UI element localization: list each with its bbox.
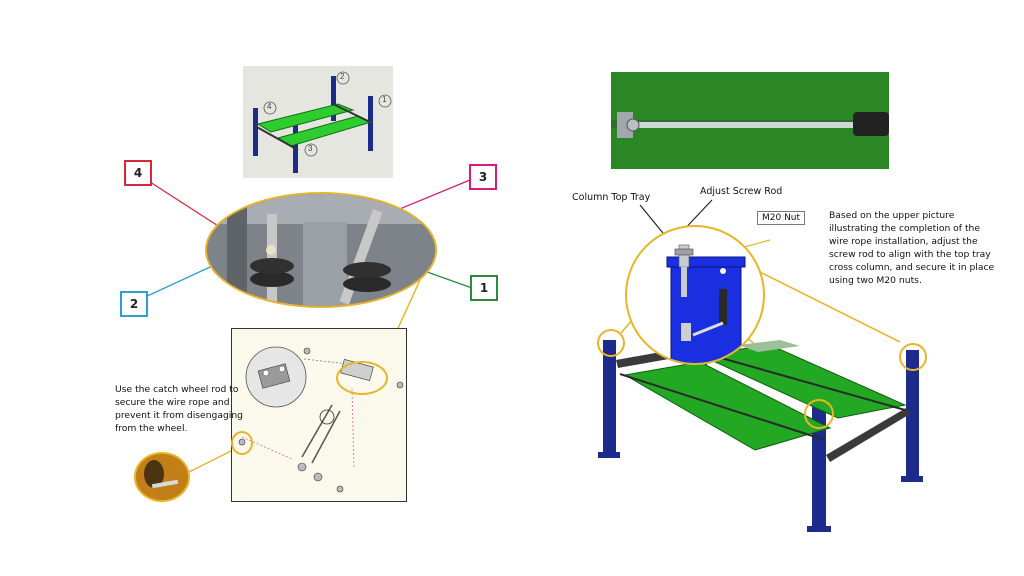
part-number-3: 3 xyxy=(308,144,313,153)
part-number-4: 4 xyxy=(267,102,272,111)
rope-sheave-photo-detail xyxy=(205,192,437,308)
callout-2: 2 xyxy=(120,291,148,317)
column-top-tray-label: Column Top Tray xyxy=(572,192,651,203)
part-number-2: 2 xyxy=(340,72,345,81)
highlight-sheave-oval xyxy=(336,361,388,395)
lift-overview-thumbnail: 1 2 3 4 xyxy=(243,66,393,178)
screw-rod-adjustment-note: Based on the upper picture illustrating … xyxy=(829,210,995,286)
part-number-1: 1 xyxy=(382,95,387,104)
catch-wheel-rod-note: Use the catch wheel rod to secure the wi… xyxy=(115,384,244,434)
highlight-rod-circle xyxy=(231,431,253,455)
screw-rod-photo xyxy=(611,72,889,169)
catch-wheel-rod-photo xyxy=(134,452,190,502)
callout-1: 1 xyxy=(470,275,498,301)
callout-3: 3 xyxy=(469,164,497,190)
callout-4: 4 xyxy=(124,160,152,186)
m20-nut-label: M20 Nut xyxy=(757,211,806,225)
column-top-magnifier xyxy=(625,225,765,365)
adjust-screw-rod-label: Adjust Screw Rod xyxy=(700,186,783,197)
